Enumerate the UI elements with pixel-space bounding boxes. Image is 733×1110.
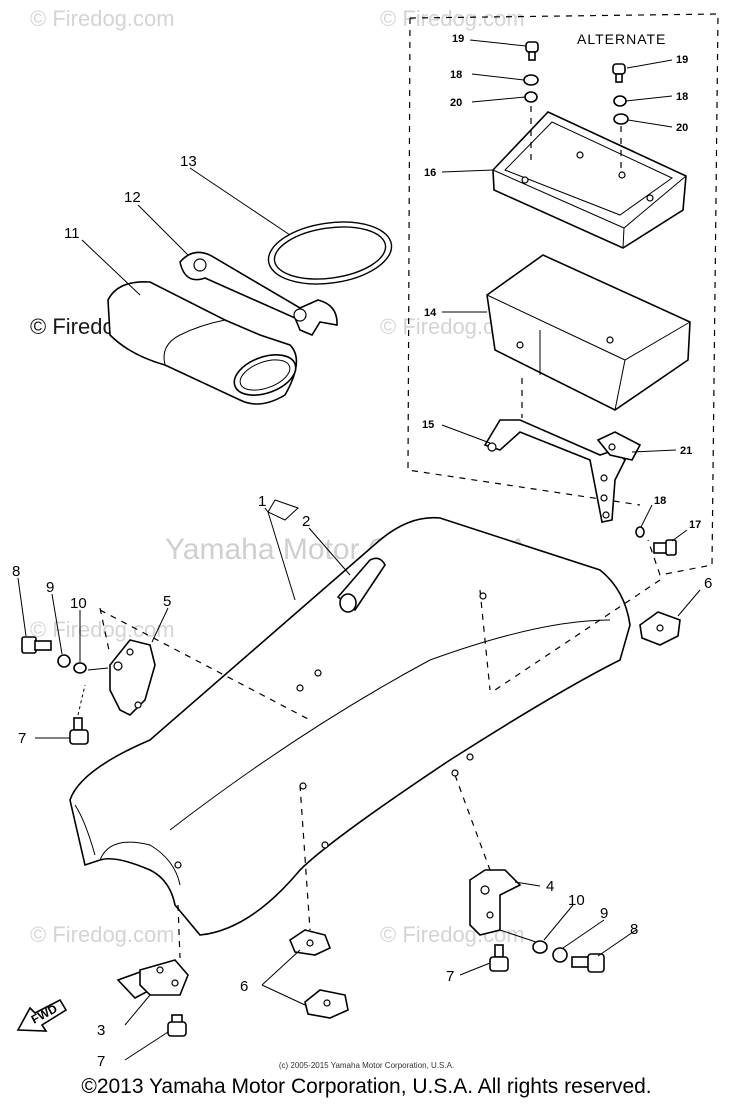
callout-9-left: 9 bbox=[46, 579, 54, 596]
tool-box-clip bbox=[596, 431, 642, 461]
callout-6-right: 6 bbox=[704, 575, 712, 592]
seat-bracket-right bbox=[469, 869, 546, 946]
seat-hinge bbox=[336, 557, 386, 613]
callout-18-alt: 18 bbox=[676, 91, 688, 103]
callout-8-right: 8 bbox=[630, 921, 638, 938]
tool-box-hardware bbox=[523, 41, 677, 556]
callout-9-right: 9 bbox=[600, 905, 608, 922]
alternate-box: ALTERNATE bbox=[407, 13, 719, 576]
callout-1: 1 bbox=[258, 493, 266, 510]
right-fasteners bbox=[532, 940, 605, 973]
copyright-footer: ©2013 Yamaha Motor Corporation, U.S.A. A… bbox=[81, 1075, 652, 1098]
tool-tray bbox=[492, 111, 687, 249]
seat bbox=[69, 516, 661, 936]
callout-17: 17 bbox=[689, 519, 701, 531]
left-fasteners bbox=[21, 636, 109, 674]
seat-bracket-left bbox=[99, 607, 156, 716]
callout-numbers: 19 18 20 19 18 20 16 14 15 21 18 17 13 1… bbox=[12, 33, 712, 1070]
callout-6-bottom: 6 bbox=[240, 978, 248, 995]
callout-8-left: 8 bbox=[12, 563, 20, 580]
callout-20-alt: 20 bbox=[676, 122, 688, 134]
callout-19-alt: 19 bbox=[676, 54, 688, 66]
callout-16: 16 bbox=[424, 167, 436, 179]
callout-15: 15 bbox=[422, 419, 434, 431]
callout-19-upper: 19 bbox=[452, 33, 464, 45]
callout-18-lower: 18 bbox=[654, 495, 666, 507]
callout-21: 21 bbox=[680, 445, 692, 457]
alternate-label: ALTERNATE bbox=[577, 31, 666, 47]
watermark: © Firedog.com bbox=[30, 6, 175, 31]
o-ring bbox=[267, 221, 393, 285]
callout-3: 3 bbox=[97, 1022, 105, 1039]
callout-7-bottom: 7 bbox=[97, 1053, 105, 1070]
callout-14: 14 bbox=[424, 307, 437, 319]
tool-box-bracket bbox=[483, 378, 626, 523]
leader-lines bbox=[17, 39, 701, 1061]
callout-4: 4 bbox=[546, 878, 554, 895]
callout-10-right: 10 bbox=[568, 892, 585, 909]
seat-nuts bbox=[289, 611, 681, 1019]
callout-2: 2 bbox=[302, 513, 310, 530]
watermark: © Firedog.com bbox=[30, 922, 175, 947]
left-upper-bolt bbox=[69, 684, 89, 745]
callout-18-upper: 18 bbox=[450, 69, 462, 81]
watermark: © Firedog.com bbox=[380, 6, 525, 31]
right-bolt bbox=[489, 944, 509, 972]
small-copyright: (c) 2005-2015 Yamaha Motor Corporation, … bbox=[278, 1061, 455, 1070]
forward-arrow-icon: FWD bbox=[16, 998, 68, 1032]
bottom-bolt bbox=[167, 1014, 187, 1037]
callout-11: 11 bbox=[64, 225, 80, 242]
callout-7-left: 7 bbox=[18, 730, 26, 747]
callout-10-left: 10 bbox=[70, 595, 87, 612]
wrench bbox=[179, 251, 338, 337]
callout-12: 12 bbox=[124, 189, 141, 206]
tool-bag bbox=[107, 281, 298, 405]
tool-box-cover bbox=[486, 254, 691, 411]
callout-7-right: 7 bbox=[446, 968, 454, 985]
callout-20-upper: 20 bbox=[450, 97, 462, 109]
seat-bracket-front bbox=[116, 904, 189, 999]
callout-13: 13 bbox=[180, 153, 197, 170]
callout-5: 5 bbox=[163, 593, 171, 610]
